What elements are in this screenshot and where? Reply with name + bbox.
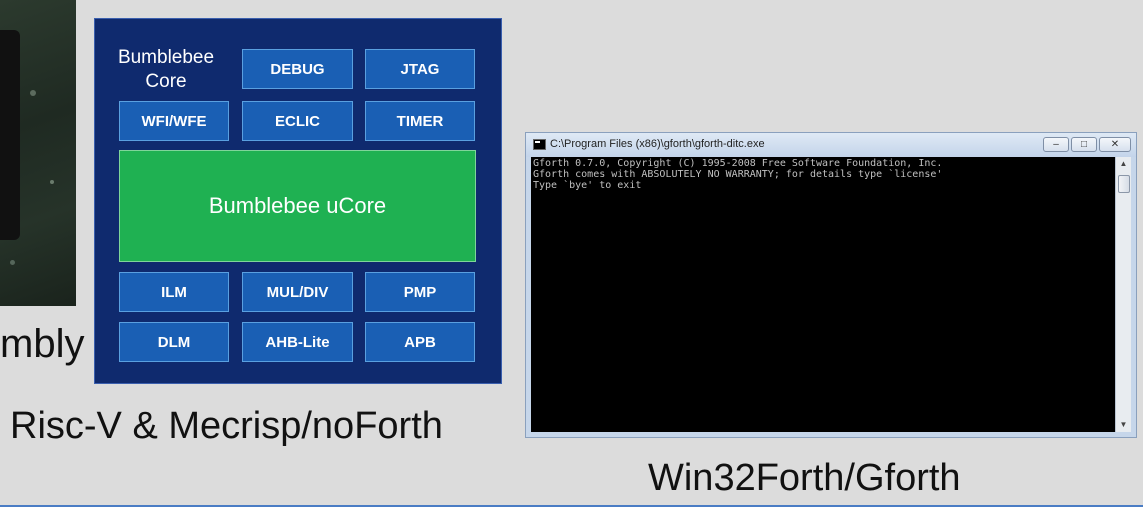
jtag-block: JTAG [365, 49, 475, 89]
minimize-button[interactable]: – [1043, 137, 1069, 152]
maximize-button[interactable]: □ [1071, 137, 1097, 152]
assembly-caption: mbly [0, 322, 85, 366]
gforth-console-window: C:\Program Files (x86)\gforth\gforth-dit… [525, 132, 1137, 438]
window-titlebar[interactable]: C:\Program Files (x86)\gforth\gforth-dit… [526, 133, 1136, 157]
console-line: Gforth 0.7.0, Copyright (C) 1995-2008 Fr… [533, 158, 943, 169]
debug-block: DEBUG [242, 49, 353, 89]
ilm-block: ILM [119, 272, 229, 312]
scroll-down-icon[interactable]: ▼ [1119, 420, 1128, 429]
ahb-lite-block: AHB-Lite [242, 322, 353, 362]
scroll-thumb[interactable] [1118, 175, 1130, 193]
pmp-block: PMP [365, 272, 475, 312]
wfi-wfe-block: WFI/WFE [119, 101, 229, 141]
apb-block: APB [365, 322, 475, 362]
scroll-up-icon[interactable]: ▲ [1119, 159, 1128, 168]
close-button[interactable]: ✕ [1099, 137, 1131, 152]
gforth-caption: Win32Forth/Gforth [648, 457, 961, 499]
eclic-block: ECLIC [242, 101, 353, 141]
console-line: Type `bye' to exit [533, 180, 642, 191]
vertical-scrollbar[interactable]: ▲ ▼ [1115, 157, 1131, 432]
console-app-icon [533, 139, 546, 150]
board-photo [0, 0, 76, 306]
ucore-block: Bumblebee uCore [119, 150, 476, 262]
muldiv-block: MUL/DIV [242, 272, 353, 312]
console-line: Gforth comes with ABSOLUTELY NO WARRANTY… [533, 169, 943, 180]
core-title-line1: Bumblebee [117, 47, 215, 68]
risc-v-caption: Risc-V & Mecrisp/noForth [10, 405, 443, 447]
dlm-block: DLM [119, 322, 229, 362]
timer-block: TIMER [365, 101, 475, 141]
console-output[interactable]: Gforth 0.7.0, Copyright (C) 1995-2008 Fr… [531, 157, 1115, 432]
window-title: C:\Program Files (x86)\gforth\gforth-dit… [550, 138, 765, 150]
core-title-line2: Core [145, 71, 187, 92]
slide-bottom-rule [0, 505, 1143, 507]
core-title: Bumblebee Core [106, 46, 226, 94]
